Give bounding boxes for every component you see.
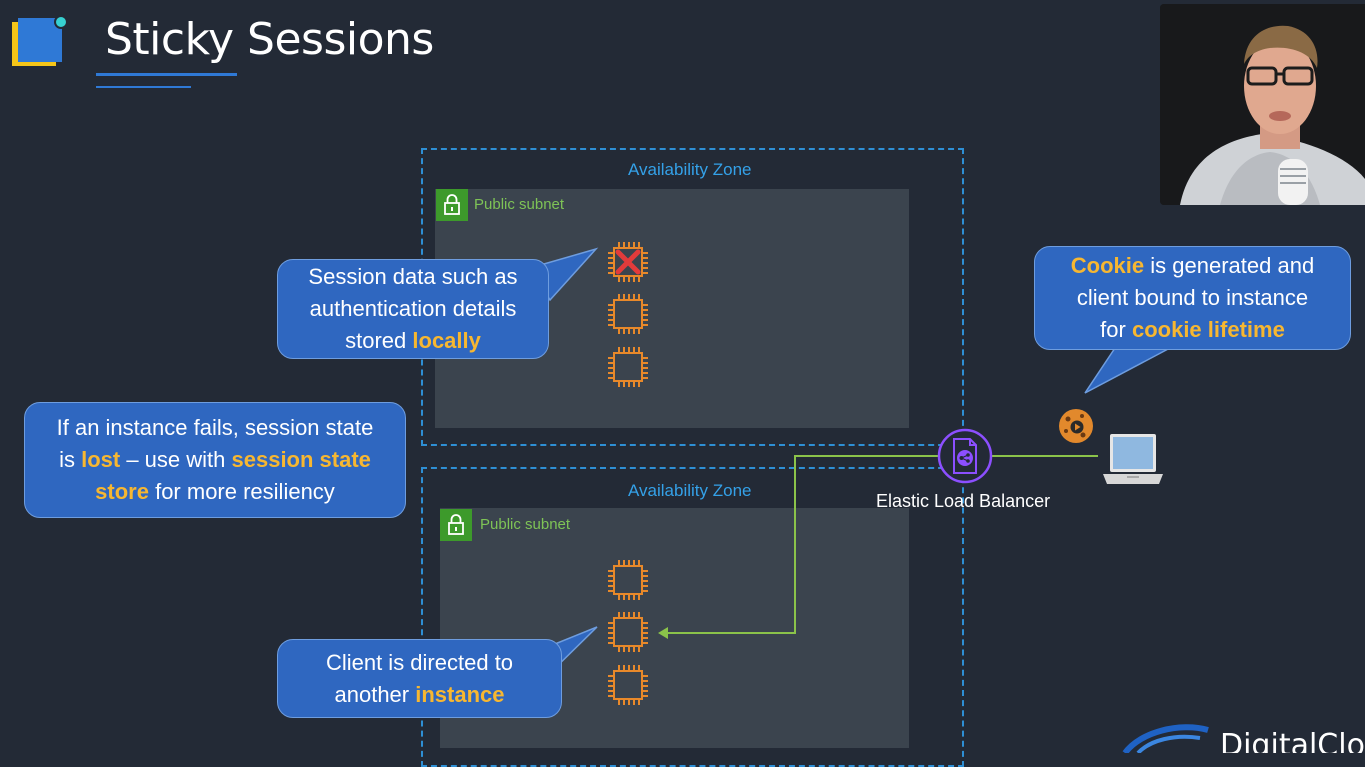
- callout-cookie: Cookie is generated and client bound to …: [1034, 246, 1351, 350]
- ec2-instance-icon: [608, 665, 648, 705]
- ec2-instance-icon: [608, 612, 648, 652]
- availability-zone-2-label: Availability Zone: [628, 481, 752, 500]
- ec2-instance-icon: [608, 560, 648, 600]
- lock-icon: [436, 189, 468, 221]
- title-underline: [96, 73, 237, 76]
- branding: DigitalClo: [1120, 722, 1365, 753]
- presenter-webcam: [1160, 4, 1365, 205]
- elb-icon: [937, 428, 993, 484]
- callout-failure: If an instance fails, session state is l…: [24, 402, 406, 518]
- lock-icon: [440, 509, 472, 541]
- elb-label: Elastic Load Balancer: [876, 491, 1051, 511]
- brand-text: DigitalClo: [1220, 728, 1365, 753]
- availability-zone-1-label: Availability Zone: [628, 160, 752, 179]
- callout-redirect: Client is directed to another instance: [277, 639, 562, 718]
- ec2-instance-icon: [608, 347, 648, 387]
- callout-session-data: Session data such as authentication deta…: [277, 259, 549, 359]
- failed-x-icon: [615, 249, 641, 275]
- cookie-icon: [1059, 409, 1093, 443]
- page-title: Sticky Sessions: [105, 14, 434, 65]
- public-subnet-1-label: Public subnet: [474, 196, 565, 213]
- brand-logo-icon: [1122, 724, 1209, 753]
- laptop-icon: [1103, 434, 1163, 484]
- ec2-instance-icon: [608, 242, 648, 282]
- ec2-instance-icon: [608, 294, 648, 334]
- logo-icon: [10, 14, 68, 70]
- title-underline-short: [96, 86, 191, 88]
- public-subnet-2-label: Public subnet: [480, 516, 571, 533]
